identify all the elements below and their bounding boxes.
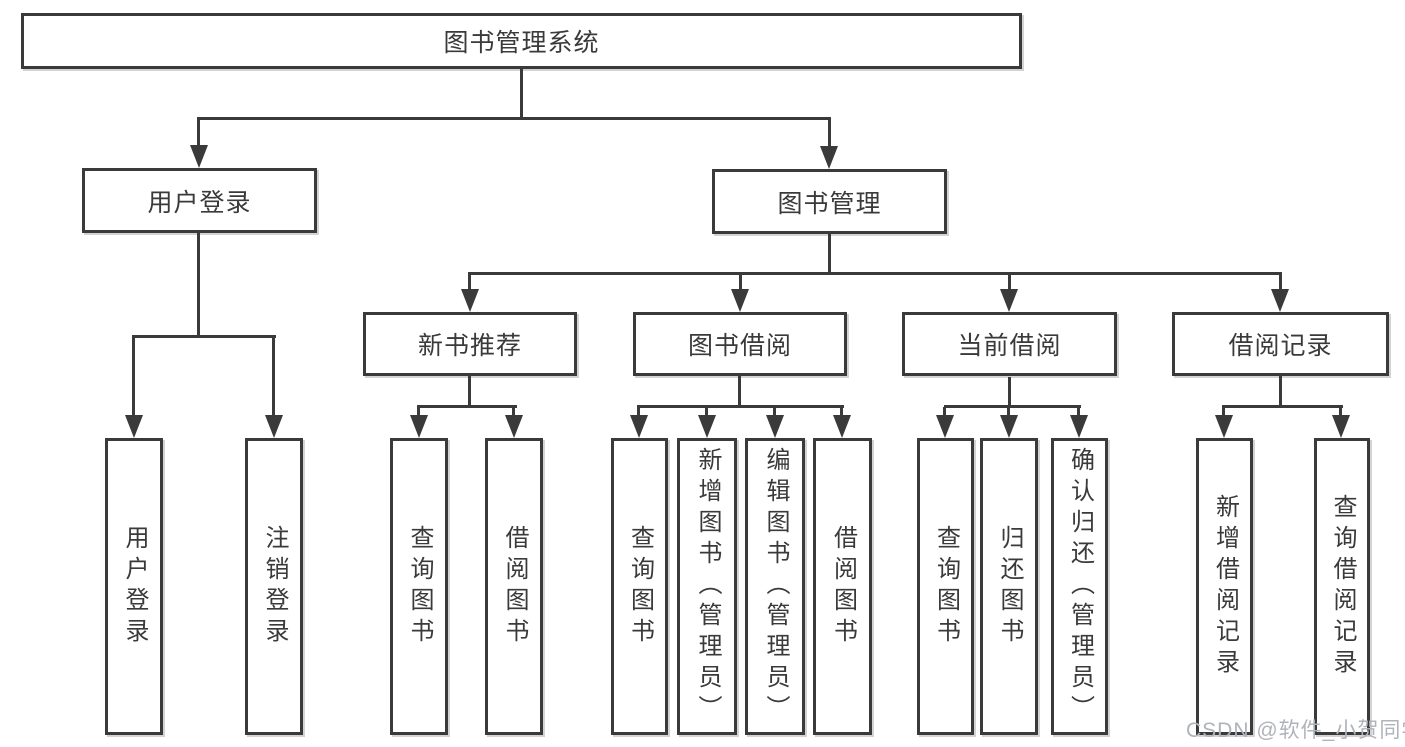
connector-current-rail: [944, 405, 1081, 408]
connector-recommend-drop-2: [512, 407, 515, 416]
node-label: 查询图书: [626, 524, 654, 649]
arrow-down-icon: [190, 145, 208, 168]
connector-records-drop-2: [1339, 407, 1342, 416]
csdn-watermark: CSDN @软件_小贺同学: [1186, 719, 1405, 742]
node-book-management-branch: 图书管理: [712, 169, 947, 234]
arrow-down-icon: [1215, 415, 1233, 438]
node-book-borrowing: 图书借阅: [633, 312, 847, 376]
node-query-books-borrow: 查询图书: [611, 438, 668, 735]
node-current-borrowing: 当前借阅: [902, 312, 1117, 376]
node-user-login-branch: 用户登录: [82, 168, 317, 233]
arrow-down-icon: [833, 415, 851, 438]
node-label: 查询图书: [406, 524, 433, 649]
arrow-down-icon: [1000, 289, 1018, 312]
node-add-borrow-record: 新增借阅记录: [1196, 438, 1253, 735]
arrow-down-icon: [936, 415, 954, 438]
node-label: 用户登录: [121, 524, 148, 649]
connector-root-stem: [520, 68, 523, 119]
connector-borrowing-drop-2: [705, 407, 708, 416]
connector-root-drop-left: [197, 119, 200, 146]
arrow-down-icon: [1000, 415, 1018, 438]
connector-borrowing-rail: [637, 405, 844, 408]
node-borrow-books-borrow: 借阅图书: [813, 438, 872, 735]
node-label: 查询借阅记录: [1329, 493, 1356, 680]
node-label: 当前借阅: [957, 332, 1062, 360]
connector-userlogin-stem: [197, 233, 200, 337]
arrow-down-icon: [461, 289, 479, 312]
node-label: 用户登录: [147, 188, 252, 217]
node-label: 图书管理: [777, 189, 882, 218]
arrow-down-icon: [1332, 415, 1350, 438]
connector-borrowing-drop-1: [637, 407, 640, 416]
connector-root-drop-right: [828, 119, 831, 146]
arrow-down-icon: [505, 415, 523, 438]
connector-current-drop-1: [943, 407, 946, 416]
node-borrowing-records: 借阅记录: [1172, 312, 1389, 376]
node-label: 查询图书: [932, 524, 960, 649]
node-label: 新增借阅记录: [1211, 493, 1239, 680]
node-query-books-recommend: 查询图书: [390, 438, 448, 735]
arrow-down-icon: [820, 146, 838, 169]
connector-recommend-drop-1: [417, 407, 420, 416]
connector-recommend-rail: [417, 405, 517, 408]
arrow-down-icon: [698, 415, 716, 438]
connector-bookmgmt-drop-2: [739, 274, 742, 290]
node-new-book-recommend: 新书推荐: [363, 312, 577, 376]
node-add-book-admin: 新增图书（管理员）: [677, 438, 737, 735]
arrow-down-icon: [630, 415, 648, 438]
arrow-down-icon: [410, 415, 428, 438]
connector-borrowing-drop-4: [840, 407, 843, 416]
node-label: 借阅图书: [829, 524, 857, 649]
node-label: 注销登录: [261, 524, 288, 649]
connector-current-stem: [1008, 377, 1011, 407]
node-borrow-books-recommend: 借阅图书: [485, 438, 543, 735]
arrow-down-icon: [265, 415, 283, 438]
connector-bookmgmt-drop-3: [1008, 274, 1011, 290]
node-query-books-current: 查询图书: [917, 438, 974, 735]
node-label: 确认归还（管理员）: [1066, 447, 1094, 726]
connector-bookmgmt-drop-4: [1279, 274, 1282, 290]
node-label: 归还图书: [996, 524, 1023, 649]
connector-bookmgmt-stem: [828, 234, 831, 274]
connector-userlogin-drop-2: [272, 337, 275, 415]
connector-root-rail: [197, 117, 831, 120]
node-query-borrow-record: 查询借阅记录: [1314, 438, 1370, 735]
arrow-down-icon: [1070, 415, 1088, 438]
node-confirm-return-admin: 确认归还（管理员）: [1051, 438, 1108, 735]
connector-recommend-stem: [468, 376, 471, 407]
node-library-management-system: 图书管理系统: [21, 13, 1022, 69]
connector-bookmgmt-drop-1: [468, 274, 471, 290]
node-label: 新增图书（管理员）: [694, 447, 721, 726]
node-logout: 注销登录: [245, 438, 303, 735]
connector-borrowing-drop-3: [773, 407, 776, 416]
connector-records-stem: [1279, 376, 1282, 407]
node-label: 借阅记录: [1228, 332, 1333, 360]
node-label: 新书推荐: [417, 332, 522, 360]
node-label: 图书管理系统: [443, 29, 600, 57]
node-label: 图书借阅: [687, 332, 792, 360]
connector-userlogin-rail: [132, 335, 276, 338]
node-edit-book-admin: 编辑图书（管理员）: [745, 438, 805, 735]
node-user-login-leaf: 用户登录: [105, 438, 163, 735]
arrow-down-icon: [125, 415, 143, 438]
connector-current-drop-3: [1077, 407, 1080, 416]
connector-records-drop-1: [1222, 407, 1225, 416]
node-label: 编辑图书（管理员）: [762, 447, 789, 726]
arrow-down-icon: [766, 415, 784, 438]
connector-records-rail: [1222, 405, 1343, 408]
connector-userlogin-drop-1: [132, 337, 135, 415]
arrow-down-icon: [731, 289, 749, 312]
connector-current-drop-2: [1007, 407, 1010, 416]
node-return-book: 归还图书: [980, 438, 1038, 735]
node-label: 借阅图书: [501, 524, 528, 649]
connector-bookmgmt-rail: [468, 272, 1282, 275]
connector-borrowing-stem: [738, 376, 741, 407]
arrow-down-icon: [1271, 289, 1289, 312]
